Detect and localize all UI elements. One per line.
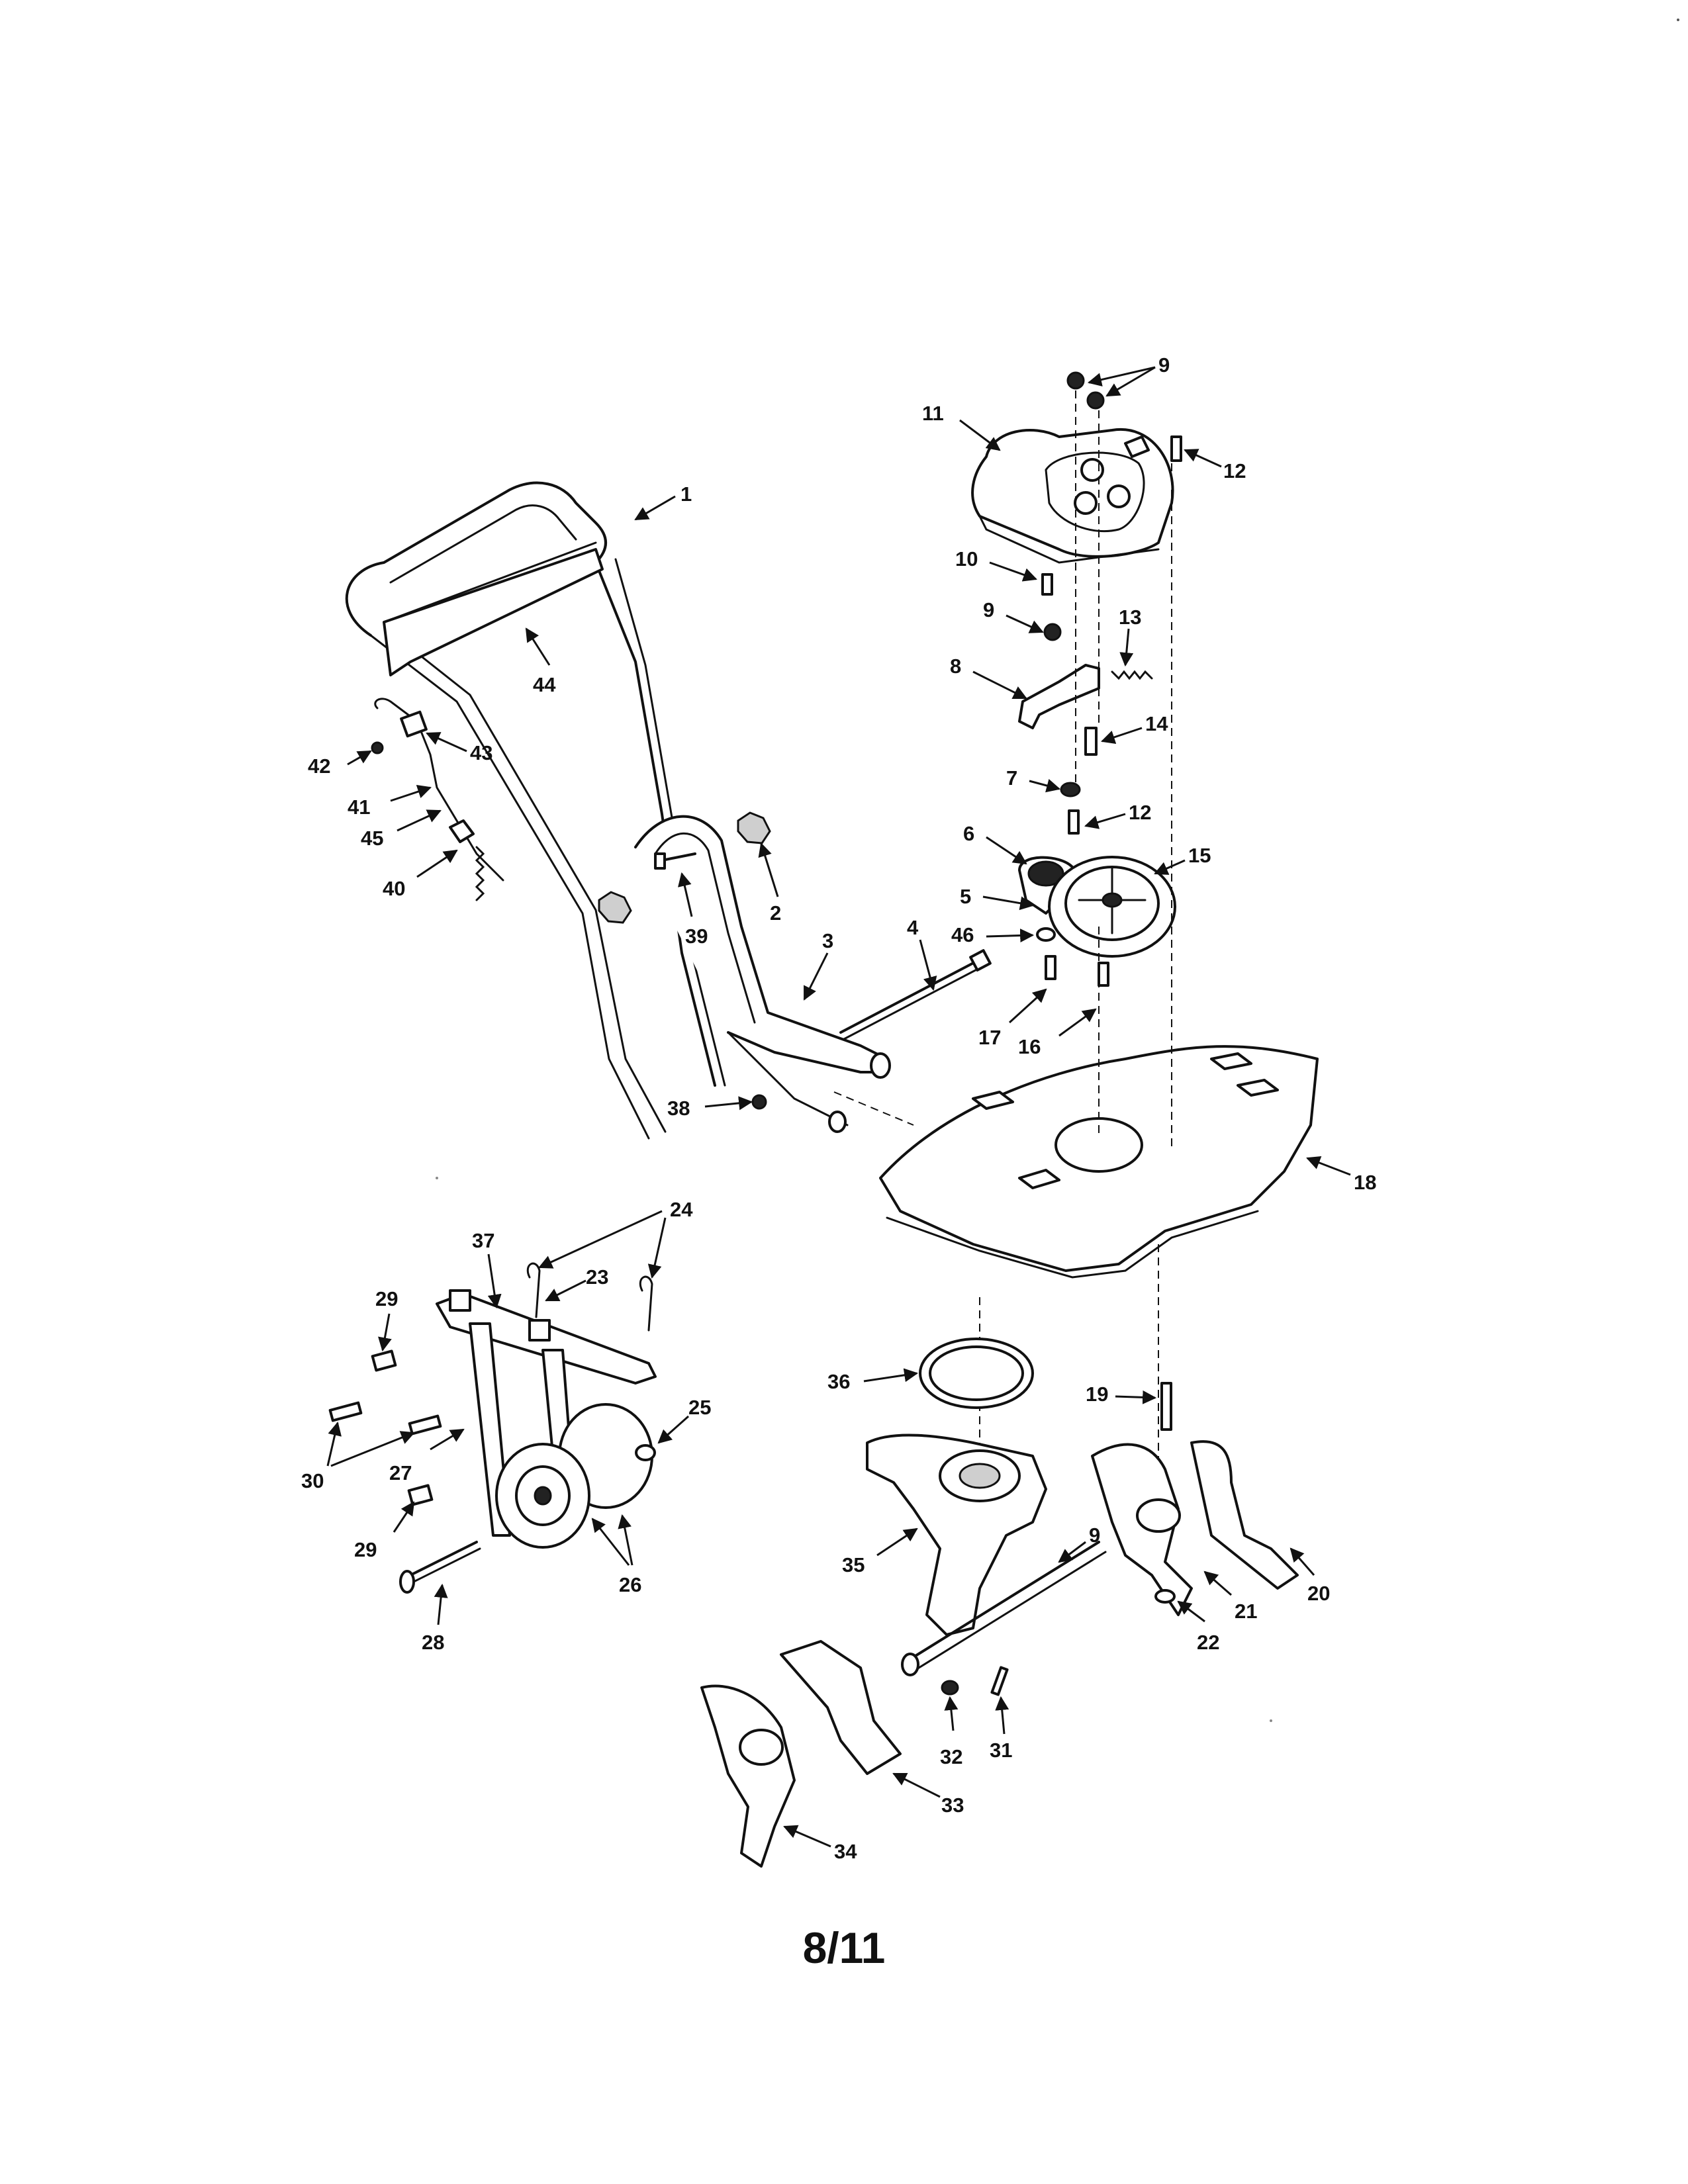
seal-ring-36 <box>919 1338 1034 1409</box>
callout-24: 24 <box>670 1198 693 1221</box>
handle-lower-3 <box>634 815 891 1133</box>
callout-19: 19 <box>1086 1383 1108 1406</box>
callout-9-top: 9 <box>1158 353 1170 377</box>
callout-14: 14 <box>1145 712 1168 735</box>
callout-18: 18 <box>1354 1171 1376 1194</box>
cover-11 <box>971 428 1174 564</box>
callout-29-lower: 29 <box>354 1538 377 1561</box>
spring-13 <box>1111 670 1153 680</box>
callout-30: 30 <box>301 1469 324 1492</box>
callout-5: 5 <box>960 885 971 908</box>
callout-28: 28 <box>422 1631 444 1654</box>
callout-33: 33 <box>941 1794 964 1817</box>
callout-17: 17 <box>978 1026 1001 1049</box>
callout-12-lower: 12 <box>1129 801 1151 824</box>
callout-34: 34 <box>834 1840 857 1863</box>
scan-specks <box>436 19 1679 1722</box>
callout-1: 1 <box>680 482 692 506</box>
callout-layer: 1 2 3 4 5 6 7 8 9 9 9 10 11 <box>301 353 1376 1863</box>
page-number: 8/11 <box>802 1923 886 1972</box>
bolt-39 <box>654 852 696 870</box>
gearbox-35 <box>866 1433 1047 1636</box>
callout-22: 22 <box>1197 1631 1219 1654</box>
pins-27-28-29-30 <box>328 1349 481 1594</box>
callout-15: 15 <box>1188 844 1211 867</box>
washer-46 <box>1036 927 1056 942</box>
callout-9-middle: 9 <box>983 598 994 621</box>
callout-25: 25 <box>688 1396 711 1419</box>
hairpins-23-24 <box>526 1262 653 1332</box>
bushing-7 <box>1060 782 1081 797</box>
deck-18 <box>879 1045 1319 1279</box>
callout-4: 4 <box>907 916 919 939</box>
callout-2: 2 <box>770 901 781 925</box>
callout-10: 10 <box>955 547 978 570</box>
callout-27: 27 <box>389 1461 412 1484</box>
callout-7: 7 <box>1006 766 1017 790</box>
callout-39: 39 <box>685 925 708 948</box>
rod-4 <box>839 949 992 1040</box>
callout-38: 38 <box>667 1097 690 1120</box>
callout-21: 21 <box>1235 1600 1257 1623</box>
callout-6: 6 <box>963 822 974 845</box>
callout-23: 23 <box>586 1265 608 1289</box>
callout-44: 44 <box>533 673 556 696</box>
callout-37: 37 <box>472 1229 494 1252</box>
callout-16: 16 <box>1018 1035 1041 1058</box>
handle-crossbar-44 <box>383 548 604 676</box>
nuts-9-top <box>1043 371 1105 641</box>
callout-8: 8 <box>950 655 961 678</box>
knob-2 <box>598 811 771 924</box>
callout-13: 13 <box>1119 606 1141 629</box>
callout-35: 35 <box>842 1553 865 1576</box>
callout-12-top: 12 <box>1223 459 1246 482</box>
callout-42: 42 <box>308 754 330 778</box>
pulley-15 <box>1048 856 1176 958</box>
callout-26: 26 <box>619 1573 641 1596</box>
wheels-26 <box>495 1403 653 1549</box>
callout-45: 45 <box>361 827 383 850</box>
callout-46: 46 <box>951 923 974 946</box>
callout-31: 31 <box>990 1739 1012 1762</box>
bracket-8 <box>1018 664 1100 729</box>
callout-29-top: 29 <box>375 1287 398 1310</box>
tines-33-34 <box>700 1640 902 1868</box>
callout-9-lower: 9 <box>1089 1524 1100 1547</box>
callout-36: 36 <box>827 1370 850 1393</box>
callout-32: 32 <box>940 1745 962 1768</box>
bolts-10-12 <box>1041 435 1182 987</box>
callout-3: 3 <box>822 929 833 952</box>
callout-40: 40 <box>383 877 405 900</box>
nut-38 <box>751 1094 767 1110</box>
alignment-lines <box>833 390 1172 1469</box>
washer-25 <box>635 1444 656 1461</box>
callout-20: 20 <box>1307 1582 1330 1605</box>
cable-assembly <box>371 698 504 901</box>
spacer-14 <box>1084 727 1098 756</box>
callout-43: 43 <box>470 741 492 764</box>
callout-11: 11 <box>922 402 944 425</box>
callout-41: 41 <box>348 796 370 819</box>
tines-20-21 <box>1091 1440 1299 1616</box>
pins-19-22-31-32 <box>941 1382 1176 1696</box>
